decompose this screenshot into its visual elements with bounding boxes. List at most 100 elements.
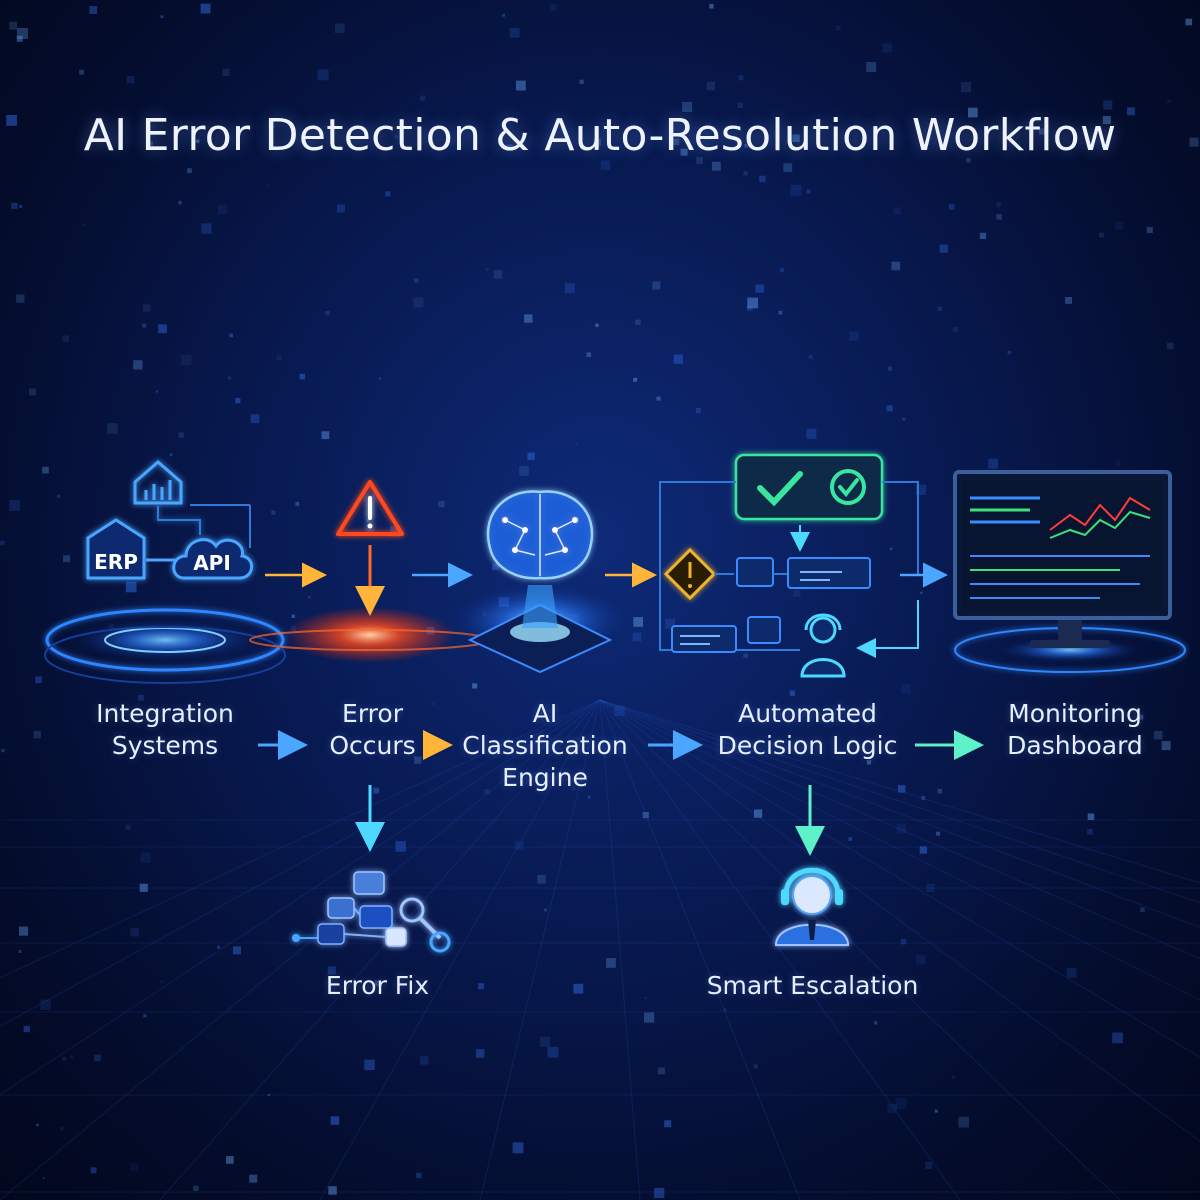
background-particle [937, 306, 942, 311]
stage-label-error-fix: Error Fix [290, 970, 465, 1002]
background-particle [966, 158, 971, 163]
background-particle [271, 510, 276, 515]
agent-headset-icon [800, 613, 846, 678]
background-particle [709, 4, 714, 9]
background-particle [633, 377, 637, 382]
background-particle [187, 168, 192, 173]
background-particle [217, 204, 228, 215]
background-particle [632, 632, 642, 642]
background-particle [682, 102, 693, 112]
background-particle [414, 756, 422, 764]
background-particle [291, 614, 295, 618]
background-particle [680, 148, 688, 156]
background-particle [28, 388, 36, 396]
background-particle [586, 352, 592, 357]
background-particle [235, 398, 241, 404]
background-particle [711, 161, 721, 171]
background-particle [90, 1167, 97, 1174]
background-particle [658, 1067, 665, 1075]
background-particle [737, 102, 743, 108]
background-particle [1087, 829, 1093, 835]
background-particle [519, 465, 529, 476]
background-particle [394, 135, 399, 139]
background-particle [1154, 731, 1163, 740]
background-grid-line [599, 699, 1200, 884]
stage-label-line: Error [342, 699, 403, 728]
background-particle [484, 789, 490, 795]
background-particle [16, 294, 25, 303]
stage-label-error-occurs: Error Occurs [300, 698, 445, 762]
background-particle [579, 79, 584, 84]
integration-platform [44, 608, 286, 684]
background-particle [606, 958, 616, 968]
background-particle [778, 310, 783, 315]
background-particle [537, 875, 546, 884]
diamond-warning-icon [663, 547, 717, 601]
background-grid-line [599, 699, 641, 1200]
background-particle [902, 417, 906, 421]
background-particle [673, 354, 683, 364]
background-particle [642, 812, 649, 819]
background-particle [267, 1093, 271, 1097]
background-particle [317, 69, 329, 81]
background-particle [9, 500, 20, 511]
background-particle [222, 68, 230, 76]
network-fix-icon [292, 871, 451, 953]
background-particle [217, 945, 221, 949]
background-particle [527, 452, 535, 460]
background-particle [635, 319, 641, 325]
background-grid-line [0, 699, 601, 1027]
background-particle [485, 267, 489, 271]
background-particle [373, 787, 380, 794]
background-particle [644, 1012, 655, 1023]
background-particle [743, 171, 748, 176]
background-particle [866, 760, 872, 765]
background-particle [493, 270, 503, 279]
background-particle [17, 28, 28, 39]
background-particle [958, 1116, 970, 1128]
stage-label-line: Dashboard [1007, 731, 1143, 760]
background-particle [1, 748, 5, 753]
background-particle [524, 314, 533, 323]
background-particle [792, 134, 800, 142]
background-particle [887, 366, 892, 371]
background-particle [1115, 221, 1124, 230]
background-particle [23, 1026, 30, 1033]
stage-label-line: Engine [502, 763, 588, 792]
stage-label-automated-decision: Automated Decision Logic [690, 698, 925, 762]
page-title: AI Error Detection & Auto-Resolution Wor… [83, 110, 1117, 161]
background-particle [934, 1109, 938, 1113]
background-grid-line [0, 699, 601, 1096]
api-cloud-icon: API [172, 538, 253, 580]
background-particle [564, 283, 575, 294]
background-particle [1065, 297, 1072, 304]
background-particle [472, 683, 478, 689]
background-particle [366, 519, 370, 522]
background-particle [62, 1057, 66, 1061]
background-grid-line [0, 699, 601, 1200]
background-particle [140, 852, 151, 863]
stage-label-line: Monitoring [1008, 699, 1142, 728]
background-particle [9, 21, 18, 30]
background-particle [335, 23, 345, 34]
stage-label-line: Error Fix [325, 971, 430, 1000]
background-particle [79, 69, 84, 75]
background-particle [178, 200, 182, 205]
background-particle [1112, 1032, 1123, 1044]
background-particle [743, 653, 748, 658]
stage-label-integration-systems: Integration Systems [70, 698, 260, 762]
background-particle [1189, 137, 1199, 147]
background-particle [268, 121, 275, 129]
background-particle [502, 13, 505, 17]
background-particle [706, 81, 715, 91]
background-particle [550, 4, 557, 11]
background-particle [968, 107, 978, 118]
background-particle [738, 75, 744, 81]
background-particle [125, 824, 131, 830]
background-particle [438, 501, 445, 508]
background-particle [939, 244, 948, 253]
stage-label-line: Occurs [329, 731, 416, 760]
warning-triangle-icon [336, 480, 404, 536]
background-particle [107, 423, 118, 434]
